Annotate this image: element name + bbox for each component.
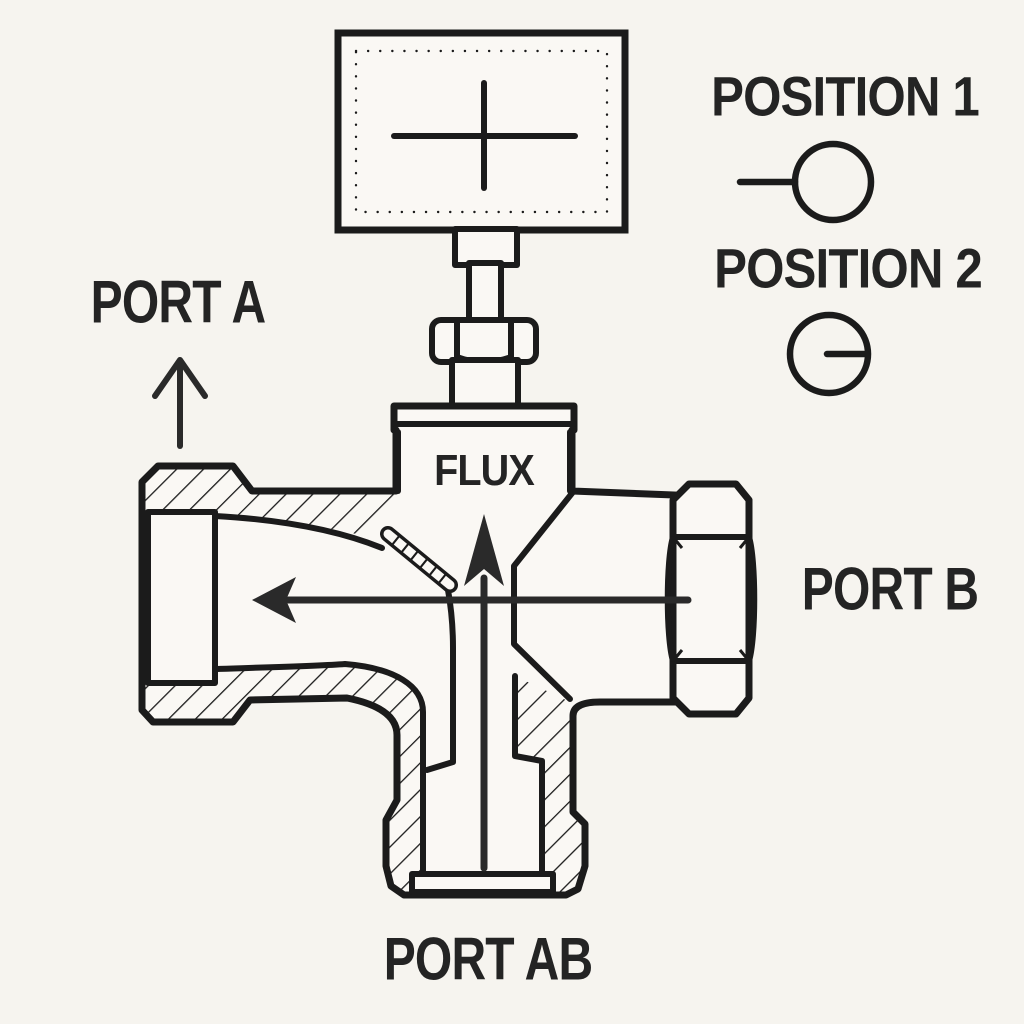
actuator-box [334, 29, 629, 234]
position-1-symbol [736, 140, 875, 224]
position-1-label: POSITION 1 [711, 64, 980, 128]
flux-label: FLUX [434, 446, 535, 495]
position-2-symbol [786, 311, 872, 397]
stem-nut [429, 317, 539, 365]
valve-disc [380, 526, 458, 593]
left-bore [145, 509, 218, 686]
port-a-arrow [152, 357, 208, 449]
port-ab-label: PORT AB [383, 925, 593, 993]
hex-fitting [664, 480, 758, 718]
port-b-label: PORT B [801, 555, 979, 623]
valve-stem [429, 226, 539, 411]
valve-body [138, 402, 758, 899]
position-2-label: POSITION 2 [714, 236, 983, 300]
flow-arrow-left [252, 577, 692, 623]
body-outline [138, 402, 704, 899]
flow-arrow-up [464, 514, 504, 872]
seat-strip [409, 871, 556, 895]
port-a-label: PORT A [90, 268, 267, 336]
actuator-cross-icon [391, 80, 578, 191]
body-hatch [142, 466, 585, 895]
